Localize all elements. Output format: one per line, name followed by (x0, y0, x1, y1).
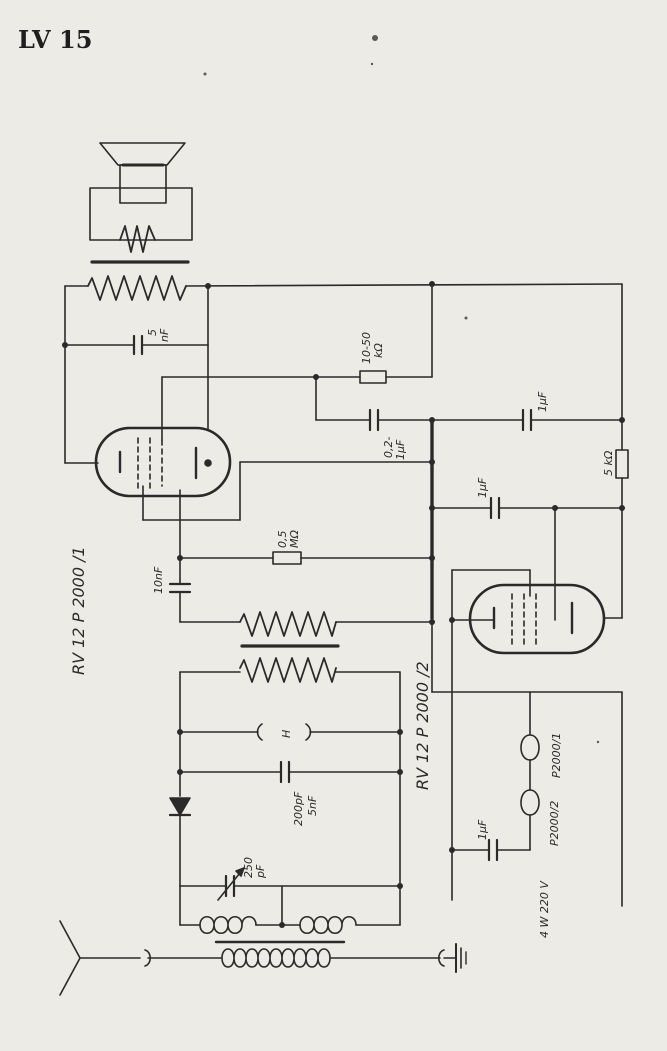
capacitor-1uf-top-icon (521, 408, 533, 432)
c-supply-value: 1µF (476, 819, 489, 840)
heater-mark: H (280, 730, 293, 738)
tube-2-label: RV 12 P 2000 /2 (413, 661, 432, 790)
capacitor-10nf-icon (168, 582, 192, 594)
c-grid-value: 10nF (152, 566, 165, 594)
tuning-coil-1-icon (199, 915, 257, 935)
antenna-icon (59, 920, 141, 996)
ground-icon (443, 943, 467, 973)
tube-2-icon (468, 583, 606, 655)
r-grid-unit: MΩ (288, 530, 301, 548)
resistor-10-50k-icon (359, 370, 387, 384)
heater-h-icon (256, 723, 263, 741)
c-coupling-value: 0,2- (382, 437, 395, 458)
output-transformer-icon (87, 260, 190, 301)
c-speaker-unit: nF (158, 328, 171, 342)
paper-specks (203, 35, 600, 744)
r-anode-value: 10-50 (360, 332, 373, 364)
junction-dots (62, 281, 625, 928)
interstage-transformer-icon (239, 611, 340, 683)
tube-1-icon (94, 426, 232, 498)
r-5k-value: 5 kΩ (602, 450, 615, 476)
supply-rating: 4 W 220 V (538, 880, 551, 938)
c-tune-unit: pF (254, 864, 267, 879)
r-grid-value: 0,5 (276, 531, 289, 549)
tube-1-label: RV 12 P 2000 /1 (69, 546, 88, 675)
c-det-value-1: 200pF (292, 791, 305, 826)
capacitor-supply-icon (487, 838, 499, 862)
c-speaker-value: 5 (146, 329, 159, 336)
c-top-value: 1µF (536, 391, 549, 412)
capacitor-1uf-mid-icon (489, 496, 501, 520)
antenna-coil-icon (221, 948, 331, 968)
heater-label-2: P2000/2 (548, 801, 561, 846)
loudspeaker-icon (89, 142, 193, 253)
capacitor-5nf-icon (132, 334, 144, 356)
diode-icon (168, 797, 192, 817)
r-anode-unit: kΩ (372, 343, 385, 358)
c-tune-value: 250 (242, 857, 255, 878)
c-mid-value: 1µF (476, 477, 489, 498)
page-title: LV 15 (18, 25, 92, 54)
ground-socket-icon (437, 949, 445, 967)
resistor-0-5m-icon (272, 551, 302, 565)
capacitor-200pf-icon (279, 760, 291, 784)
antenna-socket-icon (144, 949, 152, 967)
resistor-5k-icon (615, 449, 629, 479)
capacitor-coupling-icon (368, 408, 380, 432)
variable-capacitor-icon (217, 867, 245, 901)
c-det-value-2: 5nF (306, 795, 319, 816)
tuning-coil-2-icon (299, 915, 357, 935)
heater-label-1: P2000/1 (550, 733, 563, 778)
c-coupling-unit: 1µF (394, 439, 407, 460)
